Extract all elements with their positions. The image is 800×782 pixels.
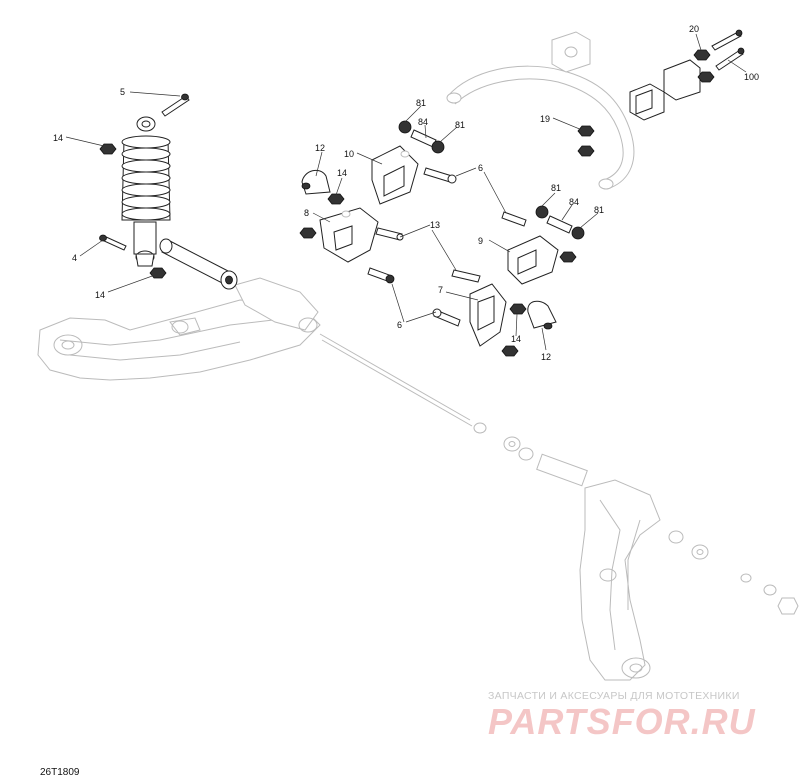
nut-14-bracket-lower: [509, 303, 527, 315]
bracket-8: [319, 207, 379, 263]
shock-absorber: [121, 116, 171, 267]
inner-sleeve: [159, 238, 238, 290]
callout-5: 5: [120, 87, 125, 97]
callout-84-a: 84: [418, 117, 428, 127]
callout-13: 13: [430, 220, 440, 230]
bracket-10: [371, 145, 419, 205]
nut-19: [577, 125, 595, 157]
callout-14-bracket-lower: 14: [511, 334, 521, 344]
left-swing-arm: [37, 277, 321, 381]
callout-81-b: 81: [455, 120, 465, 130]
callout-7: 7: [438, 285, 443, 295]
diagram-code: 26T1809: [40, 767, 80, 778]
callout-81-a: 81: [416, 98, 426, 108]
nut-bracket-9: [559, 251, 577, 263]
callout-19: 19: [540, 114, 550, 124]
callout-20: 20: [689, 24, 699, 34]
callout-84-b: 84: [569, 197, 579, 207]
clip-12-left: [301, 169, 331, 195]
bolt-13-lower: [451, 269, 481, 283]
callout-4: 4: [72, 253, 77, 263]
bolt-6-upper: [423, 167, 457, 184]
watermark-logo: PARTSFOR.RU: [488, 701, 756, 742]
callout-6-a: 6: [478, 163, 483, 173]
coil-spring: [121, 135, 171, 221]
shock-bolt-4: [99, 234, 127, 251]
callout-8: 8: [304, 208, 309, 218]
callout-9: 9: [478, 236, 483, 246]
callout-14-upper: 14: [53, 133, 63, 143]
nut-14-lower: [149, 267, 167, 279]
nut-bracket-8: [299, 227, 317, 239]
callout-14-bracket-upper: 14: [337, 168, 347, 178]
nut-14-bracket-upper: [327, 193, 345, 205]
callout-81-c: 81: [551, 183, 561, 193]
nut-14-upper: [99, 143, 117, 155]
callout-6-b: 6: [397, 320, 402, 330]
callout-12-right: 12: [541, 352, 551, 362]
stabilizer-bar: [319, 333, 588, 487]
right-swing-arm: [579, 479, 799, 681]
bushing-81-84-lower: [535, 205, 585, 240]
callout-labels: 5 14 4 14 12 10 14 8 81 84 81 6 13 6 7 1…: [53, 24, 759, 362]
bolt-6-right: [501, 211, 527, 227]
clip-12-right: [527, 300, 557, 330]
leader-lines: [65, 33, 747, 351]
upper-frame-tube: [446, 31, 635, 190]
bushing-81-84-upper: [398, 120, 445, 154]
callout-10: 10: [344, 149, 354, 159]
bolt-6-lower: [432, 308, 461, 327]
bolt-6-mid: [367, 267, 395, 284]
bolt-13: [375, 227, 404, 241]
callout-14-lower: 14: [95, 290, 105, 300]
callout-12-left: 12: [315, 143, 325, 153]
bolt-100: [711, 29, 745, 71]
callout-100: 100: [744, 72, 759, 82]
clamp-block: [629, 59, 701, 121]
callout-81-d: 81: [594, 205, 604, 215]
nut-20: [693, 49, 715, 83]
bracket-9: [507, 235, 559, 285]
shock-bolt-5: [161, 93, 190, 117]
bracket-7: [469, 283, 507, 347]
nut-bracket-7: [501, 345, 519, 357]
watermark-tagline: ЗАПЧАСТИ И АКСЕСУАРЫ ДЛЯ МОТОТЕХНИКИ: [488, 690, 740, 702]
